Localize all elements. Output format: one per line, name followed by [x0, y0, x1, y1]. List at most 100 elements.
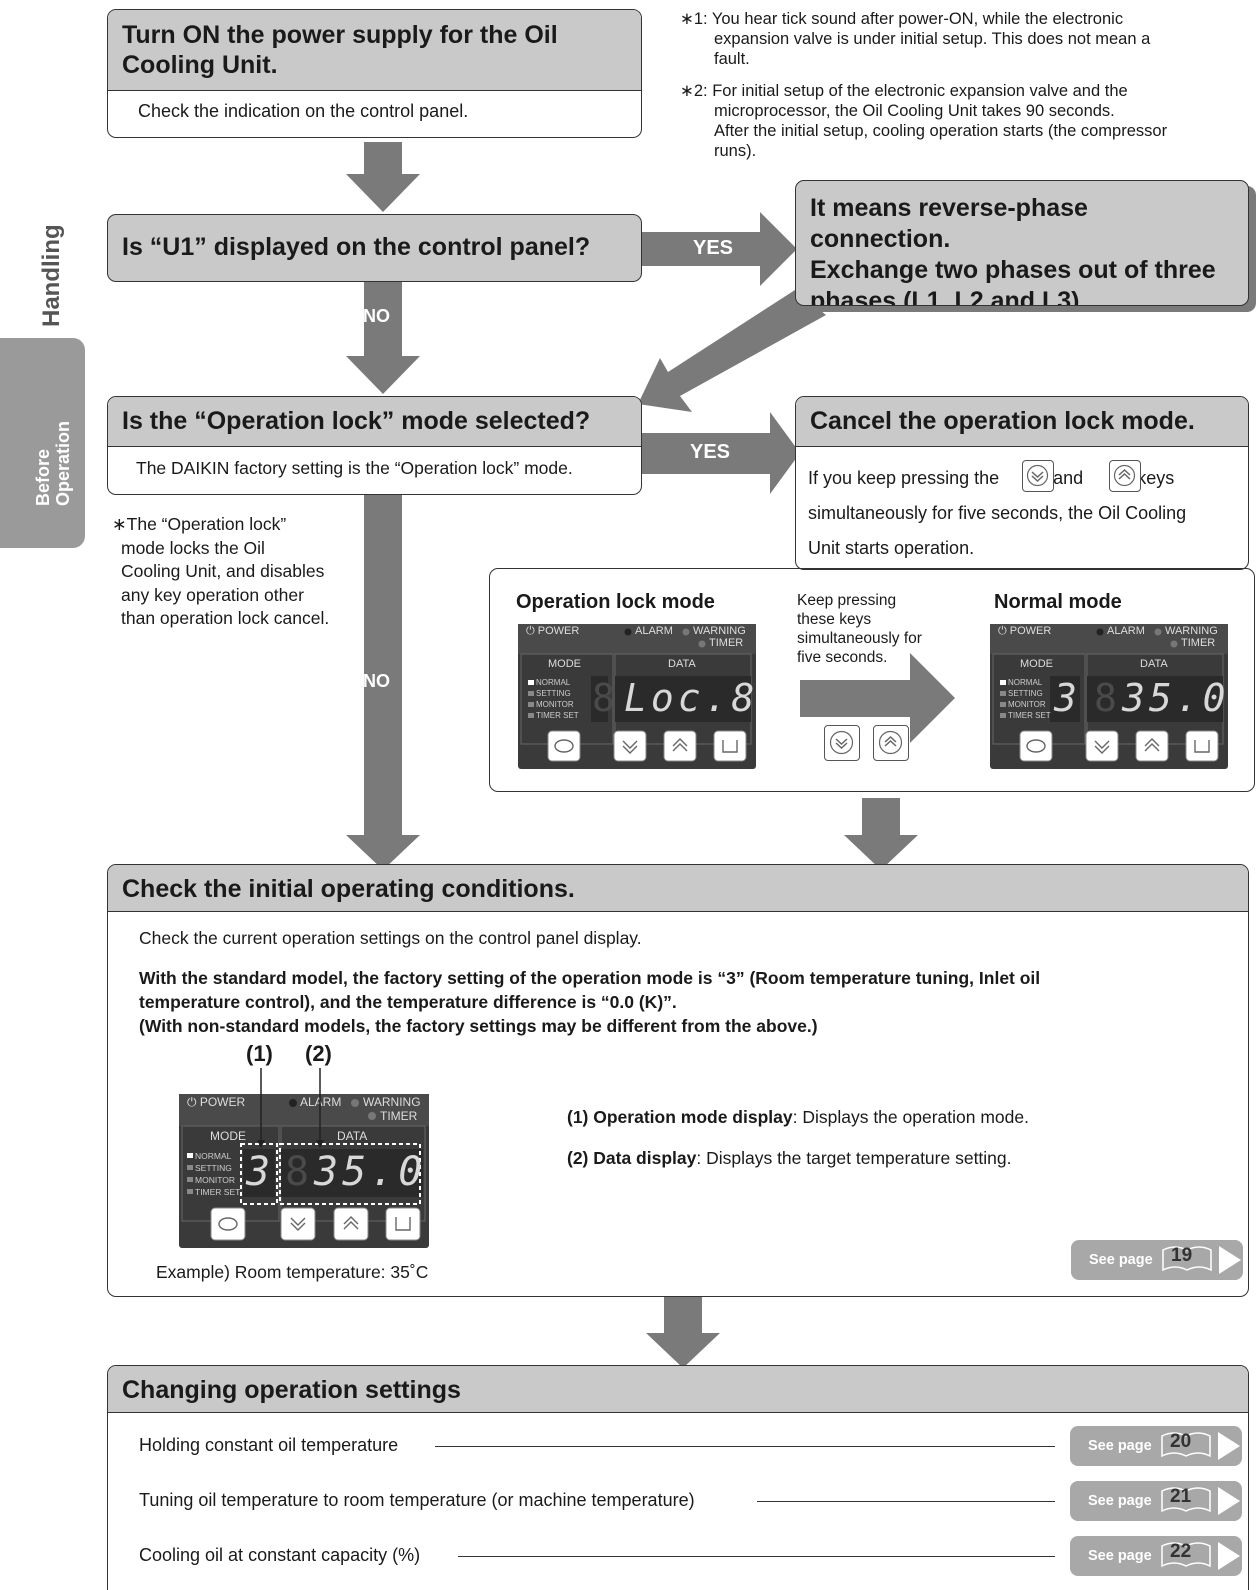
normal-status-list: NORMAL SETTING MONITOR TIMER SET — [1008, 677, 1051, 721]
see-page-22-number: 22 — [1170, 1541, 1192, 1562]
see-page-20-button[interactable]: See page 20 — [1070, 1426, 1242, 1466]
note-2-line-4: runs). — [714, 142, 757, 160]
up-key-inline[interactable] — [1109, 460, 1141, 492]
lock-power-text: POWER — [537, 625, 580, 637]
step-operation-lock-header: Is the “Operation lock” mode selected? — [108, 397, 641, 447]
arrow-mode-change — [800, 653, 955, 743]
double-chevron-up-icon — [878, 730, 903, 755]
keep-line-3: simultaneously for — [797, 630, 922, 647]
lock-timer-label: TIMER — [709, 637, 744, 649]
lock-note-line-5: than operation lock cancel. — [121, 608, 330, 628]
change-item-3: Cooling oil at constant capacity (%) — [139, 1545, 421, 1565]
arrow-down-1 — [346, 142, 420, 212]
see-page-19-button[interactable]: See page 19 — [1071, 1240, 1243, 1280]
note-1: ∗1: You hear tick sound after power-ON, … — [680, 9, 1250, 69]
see-page-21-label: See page — [1088, 1493, 1152, 1509]
control-panel-lock-graphic — [518, 624, 756, 769]
yes-label-1: YES — [693, 237, 734, 259]
example-timer-label: TIMER — [380, 1109, 418, 1123]
callout-lines — [257, 1068, 324, 1148]
lock-mode-label: MODE — [548, 658, 581, 670]
step-power-on-title-1: Turn ON the power supply for the Oil — [122, 21, 558, 49]
lock-power-label: ⏻ POWER — [526, 625, 580, 637]
normal-timer-label: TIMER — [1181, 637, 1216, 649]
lock-mode-title: Operation lock mode — [516, 591, 715, 613]
no-label-2: NO — [363, 671, 390, 691]
lock-note-line-3: Cooling Unit, and disables — [121, 561, 325, 581]
callout-1: (1) — [246, 1041, 273, 1066]
double-chevron-down-icon — [829, 730, 854, 755]
lock-status-list: NORMAL SETTING MONITOR TIMER SET — [536, 677, 579, 721]
example-status-timerset: TIMER SET — [195, 1187, 241, 1197]
see-page-20-number: 20 — [1170, 1431, 1192, 1452]
note-1-mark: ∗1: — [680, 10, 708, 28]
initial-bold-2: temperature control), and the temperatur… — [139, 992, 677, 1012]
mode-comparison-box: Operation lock mode Normal mode Keep pre… — [489, 568, 1255, 792]
reverse-line-3: phases (L1, L2 and L3). — [810, 287, 1087, 306]
normal-data-label: DATA — [1140, 658, 1168, 670]
step-power-on-body: Check the indication on the control pane… — [138, 101, 469, 121]
normal-status-normal: NORMAL — [1008, 678, 1043, 687]
cancel-lock-body: If you keep pressing the and keys simult… — [796, 447, 1248, 566]
down-key-inline[interactable] — [1022, 460, 1054, 492]
note-2-line-1: For initial setup of the electronic expa… — [712, 82, 1128, 100]
arrow-down-no-2 — [346, 494, 420, 870]
see-page-19-label: See page — [1089, 1252, 1153, 1268]
example-status-setting: SETTING — [195, 1163, 232, 1173]
example-data-dim-digit: 8 — [285, 1149, 310, 1195]
reverse-line-1: It means reverse-phase connection. — [810, 194, 1088, 253]
lock-data-digits: Loc.8 — [624, 676, 759, 720]
example-data-label: DATA — [337, 1129, 368, 1143]
control-panel-normal-graphic — [990, 624, 1228, 769]
note-1-line-2: expansion valve is under initial setup. … — [714, 30, 1151, 48]
example-mode-label: MODE — [210, 1129, 246, 1143]
step-operation-lock-body: The DAIKIN factory setting is the “Opera… — [136, 458, 573, 478]
lock-status-monitor: MONITOR — [536, 700, 574, 709]
initial-conditions-title: Check the initial operating conditions. — [122, 875, 575, 903]
change-item-2-rule — [757, 1501, 1055, 1502]
book-arrow-icon — [1161, 1487, 1240, 1515]
control-panel-example-graphic — [179, 1094, 429, 1248]
change-item-1-rule — [435, 1446, 1055, 1447]
normal-mode-label: MODE — [1020, 658, 1053, 670]
example-status-monitor: MONITOR — [195, 1175, 235, 1185]
book-arrow-icon — [1162, 1246, 1241, 1274]
normal-mode-digit: 3 — [1054, 676, 1077, 720]
cancel-lock-box: Cancel the operation lock mode. If you k… — [795, 396, 1249, 570]
initial-line-1: Check the current operation settings on … — [139, 928, 642, 948]
callout-2: (2) — [305, 1041, 332, 1066]
operation-lock-note: ∗The “Operation lock” mode locks the Oil… — [112, 513, 329, 631]
lock-status-setting: SETTING — [536, 689, 571, 698]
arrow-down-initial — [646, 1296, 720, 1368]
example-power-text: POWER — [199, 1095, 246, 1109]
example-caption: Example) Room temperature: 35˚C — [156, 1262, 429, 1282]
example-status-normal: NORMAL — [195, 1151, 232, 1161]
see-page-22-label: See page — [1088, 1548, 1152, 1564]
example-warning-label: WARNING — [363, 1095, 421, 1109]
arrow-right-yes-2 — [641, 412, 800, 494]
example-mode-digit: 3 — [246, 1149, 271, 1195]
step-power-on-header: Turn ON the power supply for the Oil Coo… — [108, 10, 641, 91]
note-2-line-2: microprocessor, the Oil Cooling Unit tak… — [714, 102, 1115, 120]
step-operation-lock: Is the “Operation lock” mode selected? T… — [107, 396, 642, 495]
cancel-line-1c: keys — [1137, 468, 1175, 488]
up-key-mode[interactable] — [873, 725, 909, 761]
change-item-3-rule — [458, 1556, 1055, 1557]
lock-status-normal: NORMAL — [536, 678, 571, 687]
normal-status-setting: SETTING — [1008, 689, 1043, 698]
normal-power-text: POWER — [1009, 625, 1052, 637]
change-item-1: Holding constant oil temperature — [139, 1435, 399, 1455]
desc-1-text: : Displays the operation mode. — [792, 1107, 1029, 1127]
change-item-2: Tuning oil temperature to room temperatu… — [139, 1490, 695, 1510]
desc-2-label: (2) Data display — [567, 1148, 697, 1168]
control-panel-lock: ⏻ POWER ALARM WARNING TIMER MODE DATA NO… — [518, 624, 756, 769]
see-page-19-number: 19 — [1171, 1245, 1193, 1266]
cancel-line-3: Unit starts operation. — [808, 538, 975, 558]
changing-settings-title: Changing operation settings — [122, 1376, 461, 1404]
normal-alarm-label: ALARM — [1107, 625, 1145, 637]
see-page-22-button[interactable]: See page 22 — [1070, 1536, 1242, 1576]
down-key-mode[interactable] — [824, 725, 860, 761]
initial-conditions-header: Check the initial operating conditions. — [108, 865, 1248, 912]
see-page-21-button[interactable]: See page 21 — [1070, 1481, 1242, 1521]
desc-1-label: (1) Operation mode display — [567, 1107, 793, 1127]
